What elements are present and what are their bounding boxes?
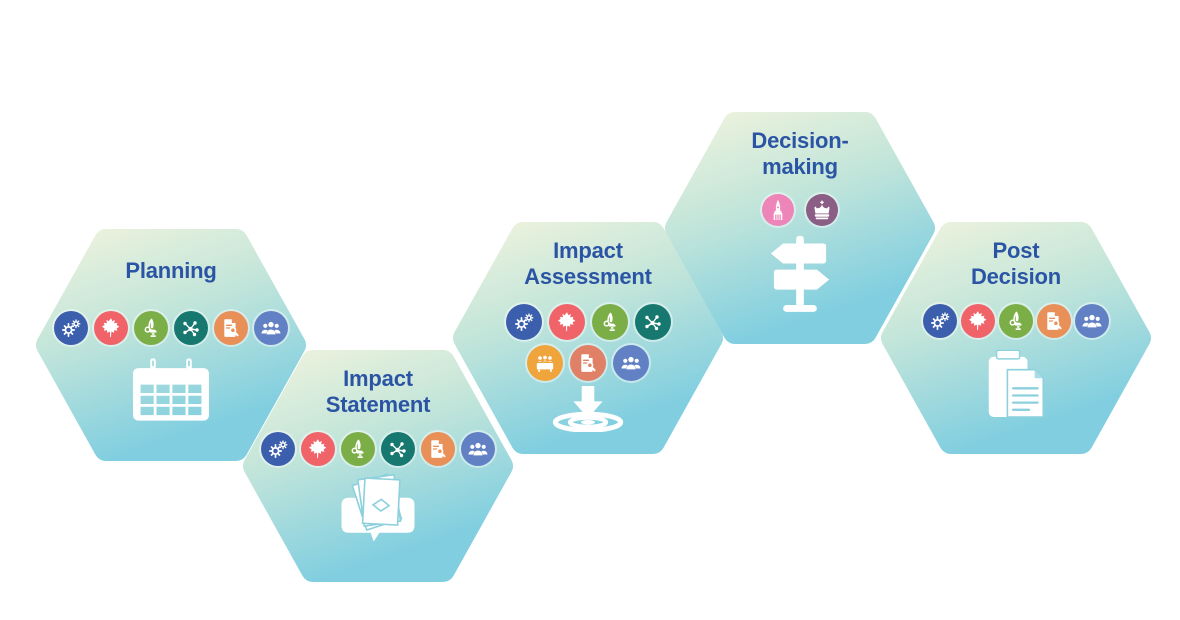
document-review-icon — [214, 311, 248, 345]
phase-icon-set — [505, 304, 671, 381]
calendar-icon — [132, 357, 210, 422]
network-icon — [174, 311, 208, 345]
phase-title: Post Decision — [970, 237, 1062, 289]
icon-row — [261, 432, 495, 466]
hexagon-shape — [453, 222, 723, 454]
phase-title: Planning — [125, 257, 217, 283]
phase-title: Impact Assessment — [524, 237, 652, 289]
icon-row — [505, 304, 671, 340]
hexagon-post-decision: Post Decision — [881, 222, 1151, 454]
hexagon-decision-making: Decision- making — [665, 112, 935, 344]
crown-icon — [806, 194, 838, 226]
network-icon — [634, 304, 671, 340]
people-icon — [461, 432, 495, 466]
hexagon-shape — [665, 112, 935, 344]
icon-row — [527, 345, 649, 381]
hexagon-shape — [243, 350, 513, 582]
indigenous-knowledge-icon — [591, 304, 628, 340]
phase-icon-set — [923, 304, 1109, 338]
hexagon-impact-assessment: Impact Assessment — [453, 222, 723, 454]
document-review-icon — [570, 345, 606, 381]
signpost-icon — [757, 234, 843, 313]
maple-leaf-icon — [548, 304, 585, 340]
maple-leaf-icon — [301, 432, 335, 466]
hexagon-impact-statement: Impact Statement — [243, 350, 513, 582]
maple-leaf-icon — [961, 304, 995, 338]
phase-title: Decision- making — [751, 127, 849, 179]
gears-icon — [923, 304, 957, 338]
gears-icon — [505, 304, 542, 340]
hexagon-shape — [881, 222, 1151, 454]
phase-title: Impact Statement — [325, 365, 431, 417]
people-icon — [254, 311, 288, 345]
indigenous-knowledge-icon — [341, 432, 375, 466]
papers-comment-icon — [337, 470, 419, 543]
phase-icon-set — [261, 432, 495, 466]
network-icon — [381, 432, 415, 466]
icon-row — [762, 194, 838, 226]
gears-icon — [54, 311, 88, 345]
review-panel-icon — [527, 345, 563, 381]
gears-icon — [261, 432, 295, 466]
phase-icon-set — [762, 194, 838, 226]
hexagon-planning: Planning — [36, 229, 306, 461]
indigenous-knowledge-icon — [999, 304, 1033, 338]
document-review-icon — [1037, 304, 1071, 338]
phase-icon-set — [54, 311, 288, 345]
indigenous-knowledge-icon — [134, 311, 168, 345]
people-icon — [1075, 304, 1109, 338]
parliament-icon — [762, 194, 794, 226]
icon-row — [54, 311, 288, 345]
icon-row — [923, 304, 1109, 338]
people-icon — [613, 345, 649, 381]
arrow-target-icon — [549, 386, 627, 432]
hexagon-shape — [36, 229, 306, 461]
clipboard-icon — [983, 348, 1049, 420]
maple-leaf-icon — [94, 311, 128, 345]
document-review-icon — [421, 432, 455, 466]
